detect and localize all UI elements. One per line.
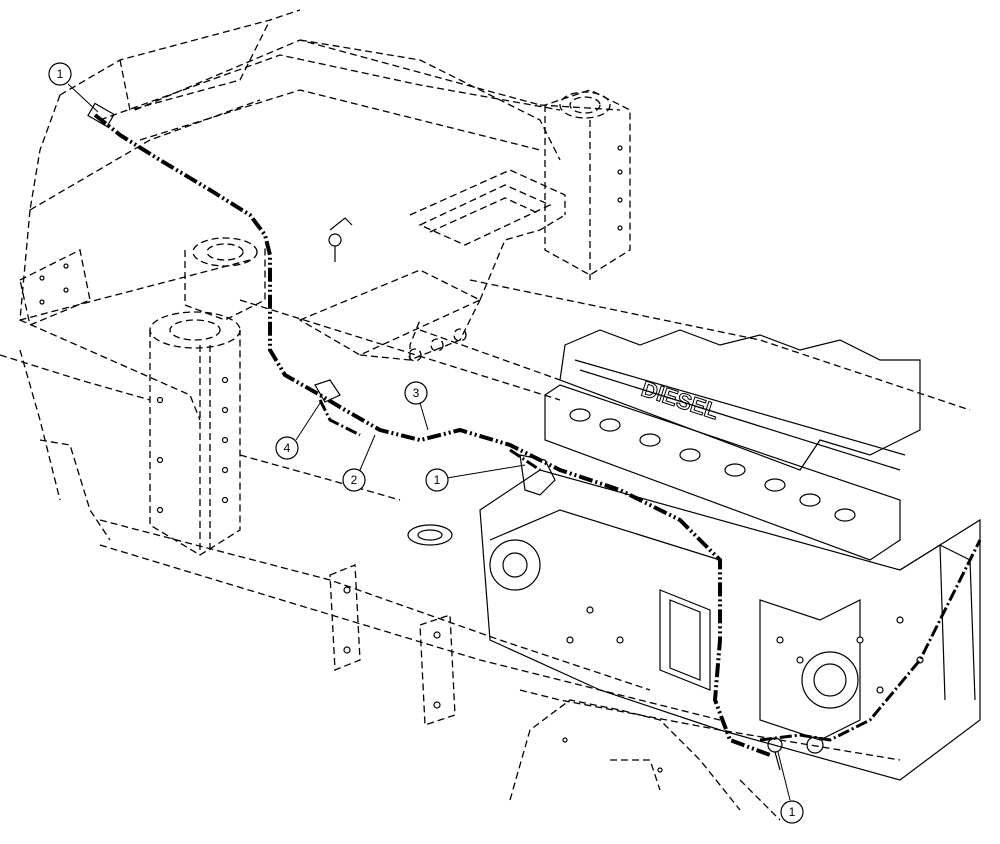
frame-rails xyxy=(99,279,971,761)
left-frame-plates xyxy=(0,249,151,541)
callout-3-label: 3 xyxy=(413,386,420,400)
harness-connectors xyxy=(87,102,824,771)
callout-2-label: 2 xyxy=(351,473,358,487)
bottom-housings xyxy=(509,699,781,821)
lower-brackets xyxy=(329,564,456,726)
callout-3: 3 xyxy=(404,381,429,431)
callout-1-middle: 1 xyxy=(425,464,526,492)
callout-1-middle-label: 1 xyxy=(434,473,441,487)
console-box xyxy=(298,169,566,362)
callout-1-top-left-label: 1 xyxy=(57,67,64,81)
injector-row xyxy=(569,408,856,522)
rear-frame-post xyxy=(544,89,631,280)
cab-frame-outline xyxy=(19,9,621,421)
callout-4-label: 4 xyxy=(284,441,291,455)
callout-4: 4 xyxy=(275,399,323,460)
callout-2: 2 xyxy=(342,434,376,492)
svg-text:DIESEL: DIESEL xyxy=(638,376,721,424)
callout-1-bottom: 1 xyxy=(777,751,804,824)
callout-1-top-left: 1 xyxy=(48,62,99,113)
engine-block: DIESEL xyxy=(407,329,981,781)
left-tank-column xyxy=(149,237,266,556)
wiring-harness xyxy=(93,113,982,757)
callout-1-bottom-label: 1 xyxy=(789,805,796,819)
